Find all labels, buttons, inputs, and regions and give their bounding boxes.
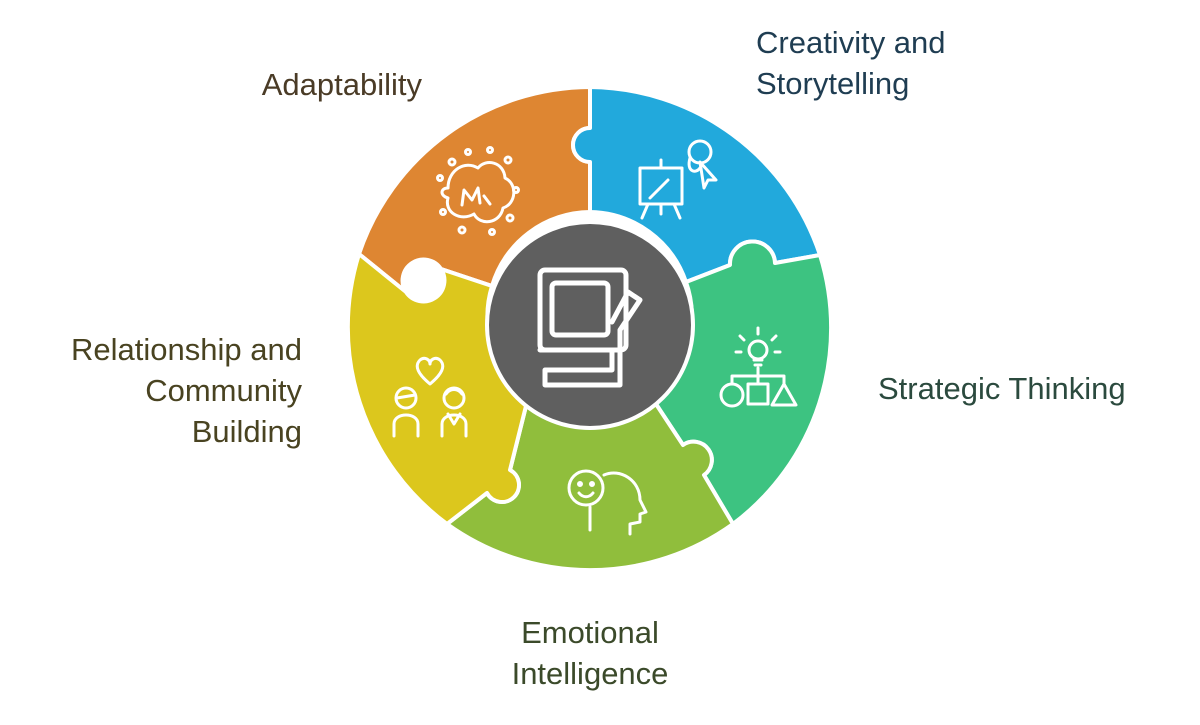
computer-hand-icon xyxy=(537,267,643,388)
label-creativity: Creativity and Storytelling xyxy=(756,22,946,104)
center-circle xyxy=(485,220,695,430)
meetup-icon xyxy=(436,146,520,236)
easel-icon xyxy=(638,139,718,220)
label-emotional-line-1: Emotional xyxy=(521,615,659,650)
label-relationship: Relationship and Community Building xyxy=(71,329,302,452)
label-creativity-line-2: Storytelling xyxy=(756,66,910,101)
flowchart-icon xyxy=(719,326,798,408)
label-relationship-line-1: Relationship and xyxy=(71,332,302,367)
label-strategic: Strategic Thinking xyxy=(878,368,1126,409)
label-creativity-line-1: Creativity and xyxy=(756,25,946,60)
label-emotional-line-2: Intelligence xyxy=(511,656,669,691)
label-strategic-line: Strategic Thinking xyxy=(878,371,1126,406)
segment-relationship xyxy=(345,252,530,526)
couple-heart-icon xyxy=(392,356,468,438)
label-adaptability: Adaptability xyxy=(262,64,422,105)
label-adaptability-line: Adaptability xyxy=(261,67,422,102)
label-relationship-line-2: Community xyxy=(145,373,302,408)
label-relationship-line-3: Building xyxy=(191,414,302,449)
label-emotional: Emotional Intelligence xyxy=(440,612,740,694)
head-smile-icon xyxy=(567,469,648,536)
